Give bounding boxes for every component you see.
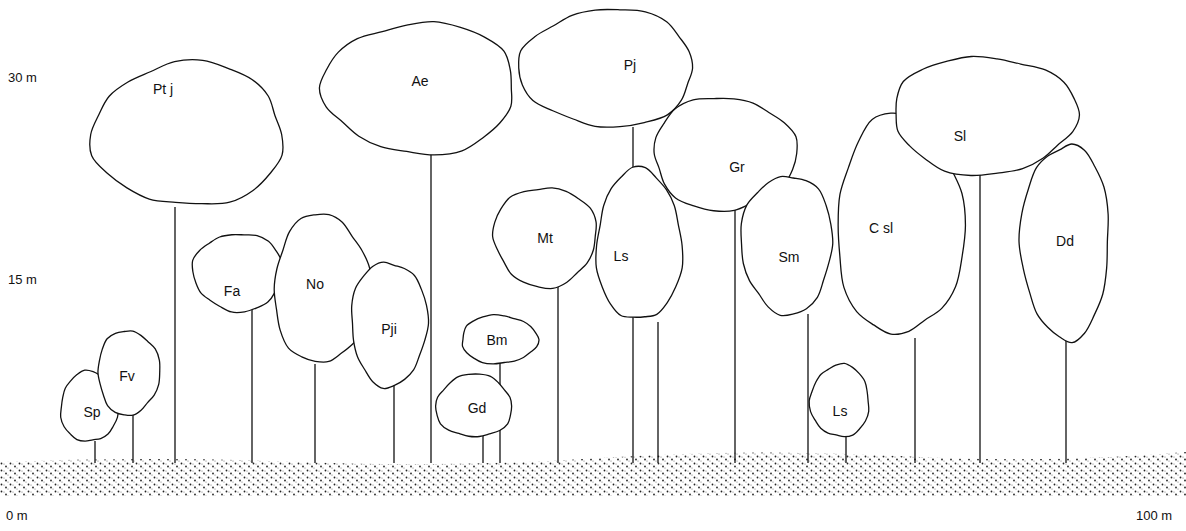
tree-crown: Pji bbox=[348, 257, 430, 390]
tree-trunk bbox=[734, 210, 735, 463]
tree-crown: Gd bbox=[433, 372, 515, 440]
crown-outline-path bbox=[741, 176, 833, 315]
tree-crown: Sm bbox=[738, 170, 836, 318]
species-code: Mt bbox=[537, 231, 553, 246]
tree-trunk bbox=[557, 286, 558, 463]
crown-outline-path bbox=[1019, 144, 1108, 343]
tree-crown: Dd bbox=[1018, 138, 1113, 345]
tree-trunk bbox=[132, 414, 133, 463]
tree-trunk bbox=[807, 314, 808, 463]
crown-outline-path bbox=[192, 235, 282, 313]
crown-outline-path bbox=[493, 188, 597, 289]
crown-outline bbox=[808, 362, 872, 440]
species-code: Sp bbox=[83, 405, 100, 420]
tree-trunk bbox=[979, 174, 980, 463]
scale-label: 100 m bbox=[1136, 508, 1172, 523]
crown-outline-path bbox=[436, 374, 512, 437]
crown-outline-path bbox=[462, 315, 539, 364]
species-code: Sl bbox=[954, 129, 966, 144]
tree-trunk bbox=[251, 310, 252, 463]
species-code: Pt j bbox=[153, 82, 173, 97]
tree-crown: Pt j bbox=[87, 58, 290, 211]
crown-outline-path bbox=[319, 22, 511, 155]
tree-trunk bbox=[914, 338, 915, 463]
tree-crown: Fv bbox=[95, 327, 162, 418]
species-code: No bbox=[306, 277, 324, 292]
species-code: Bm bbox=[487, 333, 508, 348]
tree-trunk bbox=[1065, 341, 1066, 463]
crown-outline-path bbox=[90, 60, 283, 204]
species-code: Pji bbox=[381, 322, 397, 337]
tree-trunk bbox=[94, 441, 95, 463]
species-code: Sm bbox=[779, 250, 800, 265]
crown-outline bbox=[738, 170, 836, 318]
tree-crown: Ae bbox=[318, 18, 522, 158]
tree-crown: Ls bbox=[808, 362, 872, 440]
species-code: Dd bbox=[1056, 234, 1074, 249]
tree-crown: Bm bbox=[458, 313, 540, 366]
crown-outline-path bbox=[809, 363, 869, 436]
tree-trunk bbox=[314, 364, 315, 463]
tree-trunk bbox=[174, 207, 175, 463]
species-code: Ls bbox=[833, 404, 848, 419]
tree-trunk bbox=[657, 322, 658, 463]
species-code: Ae bbox=[411, 74, 428, 89]
crown-outline-path bbox=[352, 262, 429, 388]
tree-trunk bbox=[482, 436, 483, 463]
tree-trunk bbox=[845, 436, 846, 463]
scale-label: 30 m bbox=[8, 70, 37, 85]
crown-outline bbox=[87, 58, 290, 211]
soil-stipple bbox=[0, 452, 1186, 496]
species-code: C sl bbox=[869, 221, 893, 236]
species-code: Fa bbox=[224, 284, 240, 299]
tree-crown: Fa bbox=[190, 230, 286, 314]
species-code: Gd bbox=[468, 401, 487, 416]
tree-trunk bbox=[430, 154, 431, 463]
species-code: Pj bbox=[624, 58, 636, 73]
tree-crown: Mt bbox=[490, 183, 600, 290]
species-code: Gr bbox=[729, 160, 745, 175]
scale-label: 15 m bbox=[8, 272, 37, 287]
species-code: Ls bbox=[614, 249, 629, 264]
species-code: Fv bbox=[119, 369, 135, 384]
crown-outline bbox=[190, 230, 286, 314]
scale-label: 0 m bbox=[6, 508, 28, 523]
tree-trunk bbox=[393, 386, 394, 463]
crown-outline-path bbox=[98, 331, 160, 416]
crown-outline-path bbox=[519, 9, 693, 127]
